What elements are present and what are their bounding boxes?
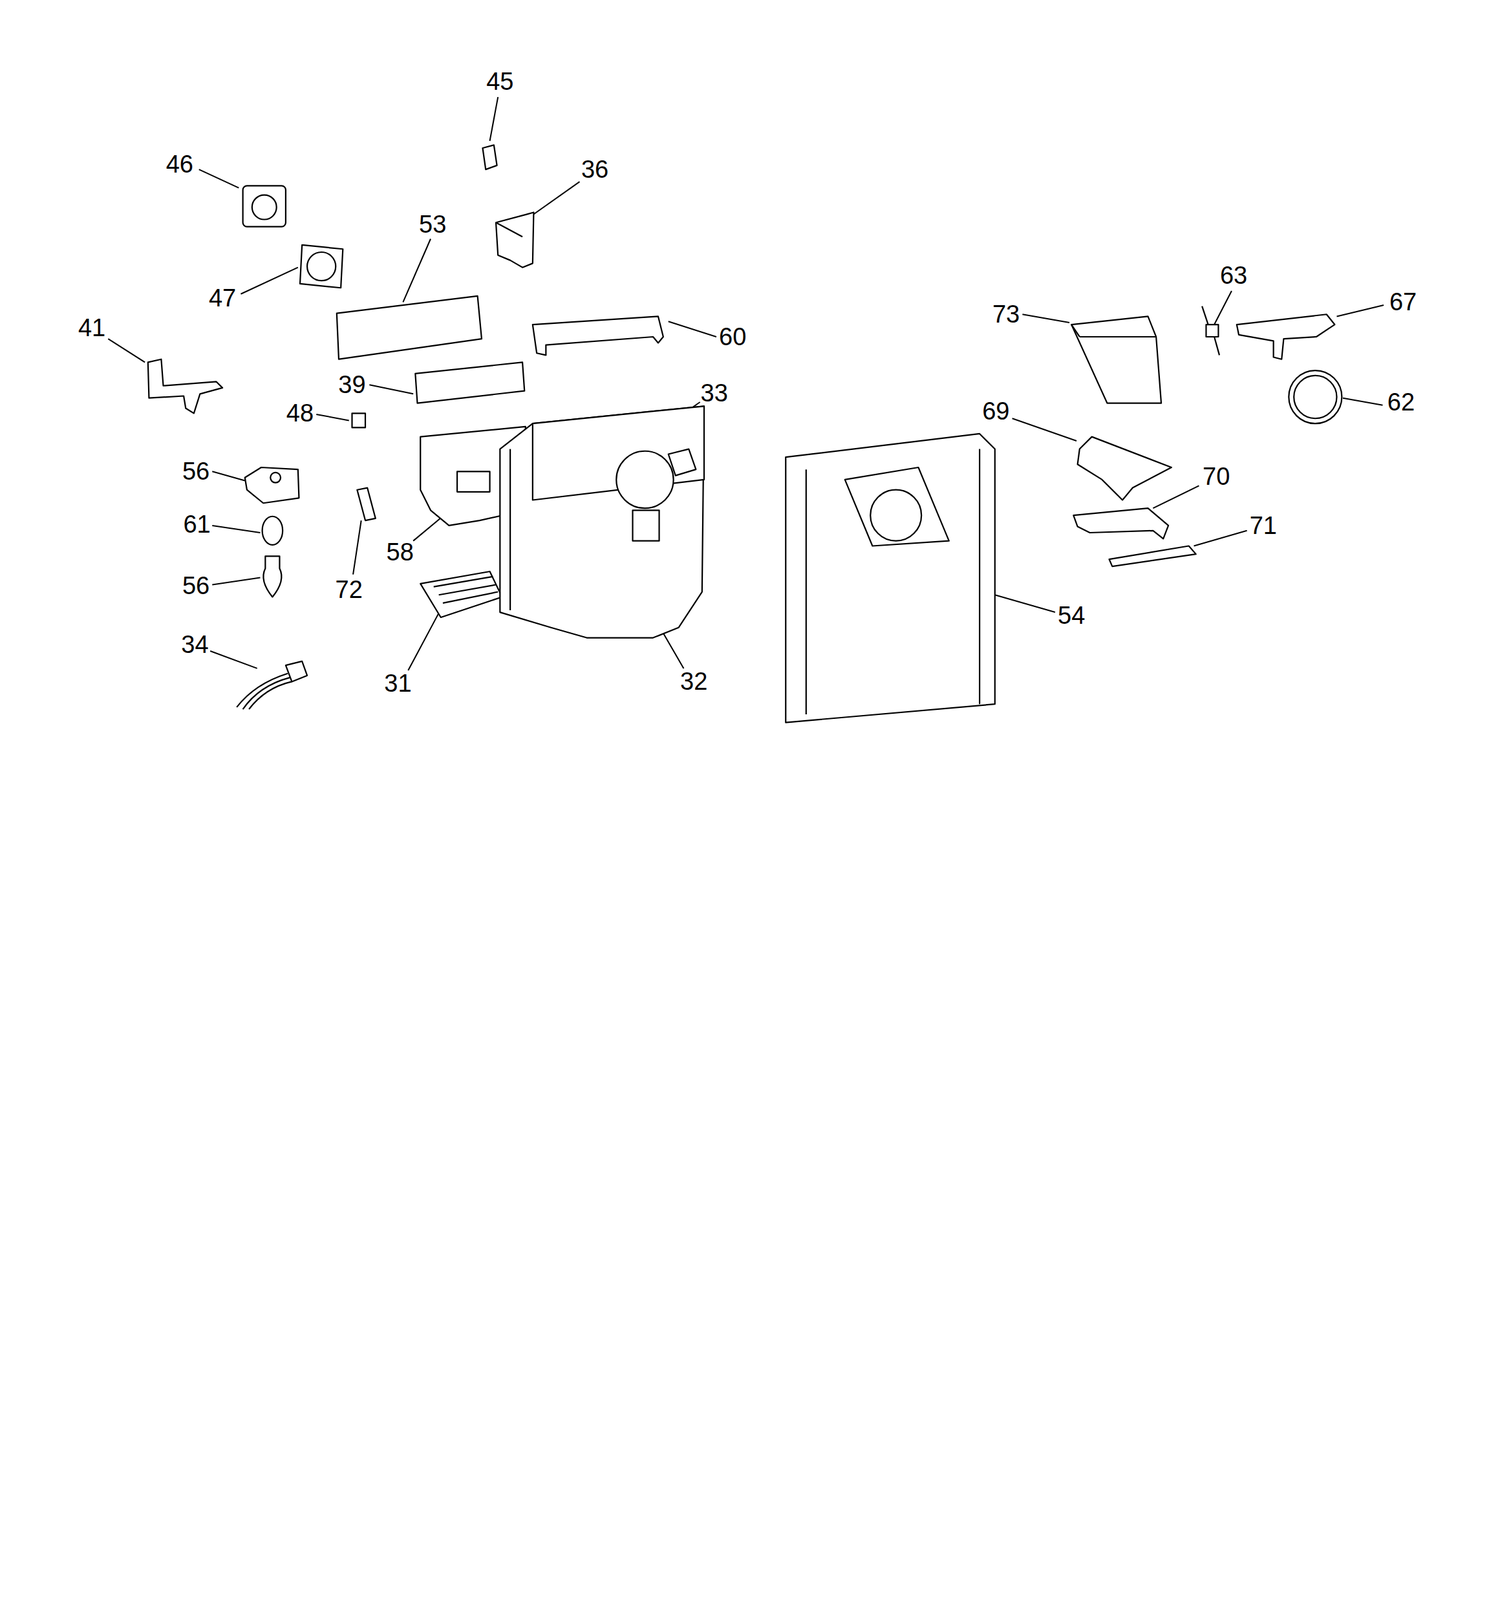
callout-number: 33 bbox=[699, 380, 730, 407]
callout-number: 69 bbox=[980, 398, 1011, 425]
callout-number: 32 bbox=[678, 668, 709, 695]
callout-number: 45 bbox=[484, 68, 515, 95]
callout-number: 60 bbox=[717, 323, 748, 350]
callout-number: 47 bbox=[207, 285, 238, 311]
callout-number: 70 bbox=[1201, 463, 1232, 490]
callout-number: 71 bbox=[1248, 512, 1279, 539]
callout-number: 72 bbox=[334, 576, 365, 603]
callout-number: 63 bbox=[1218, 262, 1249, 289]
callout-number: 67 bbox=[1388, 289, 1418, 315]
callout-number: 46 bbox=[164, 151, 195, 178]
callout-number: 48 bbox=[285, 400, 315, 427]
callout-number: 56 bbox=[181, 572, 211, 599]
callout-number: 56 bbox=[181, 458, 211, 485]
callout-number: 61 bbox=[181, 511, 212, 538]
callout-number: 58 bbox=[385, 539, 416, 566]
callout-number: 53 bbox=[417, 211, 448, 238]
callout-number: 39 bbox=[336, 371, 367, 398]
callout-number: 54 bbox=[1056, 602, 1087, 629]
callout-number: 62 bbox=[1386, 389, 1416, 416]
callout-number: 36 bbox=[579, 156, 610, 183]
callout-number: 31 bbox=[382, 670, 413, 697]
callout-number: 41 bbox=[76, 314, 107, 341]
leader-lines bbox=[107, 96, 1384, 671]
callout-number: 34 bbox=[179, 631, 210, 658]
callout-number: 73 bbox=[991, 301, 1021, 328]
